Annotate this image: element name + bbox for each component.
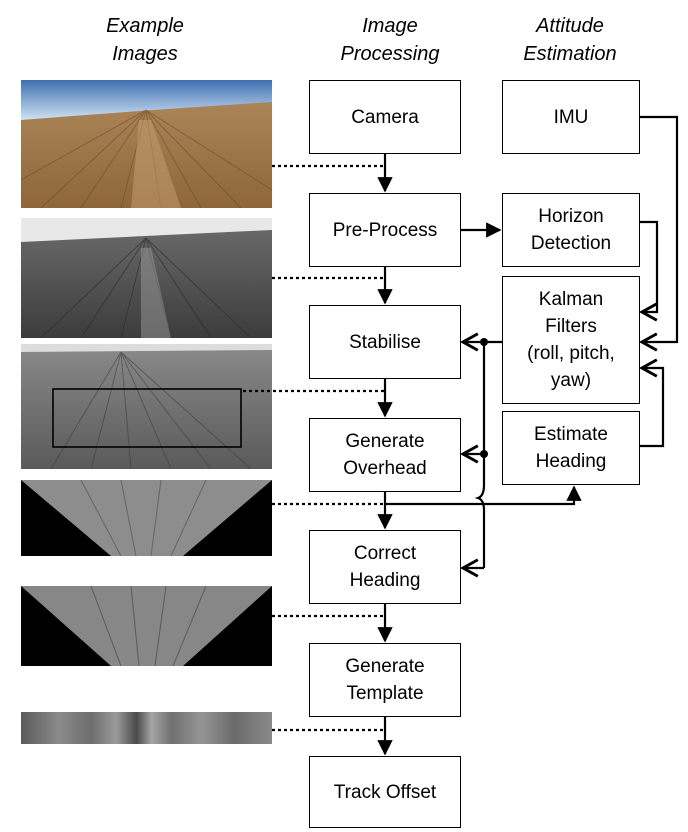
overhead-image	[21, 480, 272, 556]
generate-template-box: Generate Template	[309, 643, 461, 717]
box-label: Overhead	[343, 458, 427, 479]
header-line: Example	[106, 15, 184, 37]
preprocessed-image	[21, 218, 272, 338]
box-label: Heading	[349, 570, 421, 591]
box-label: Track Offset	[333, 781, 437, 803]
box-label: Generate	[345, 431, 425, 452]
correct-heading-box: Correct Heading	[309, 530, 461, 604]
camera-image	[21, 80, 272, 208]
box-label: Generate	[345, 656, 425, 677]
box-label: IMU	[553, 106, 589, 128]
stabilised-image	[21, 344, 272, 469]
junction-dot	[480, 450, 488, 458]
box-label: Stabilise	[349, 331, 421, 353]
camera-box: Camera	[309, 80, 461, 154]
arrow-horizon-to-kalman	[638, 220, 659, 322]
box-label: Pre-Process	[332, 219, 438, 241]
junction-dot	[480, 338, 488, 346]
region-of-interest-box	[52, 388, 242, 448]
header-line: Processing	[340, 43, 440, 65]
header-line: Estimation	[523, 43, 617, 65]
template-image	[21, 712, 272, 744]
box-label: Detection	[530, 233, 612, 254]
box-label: (roll, pitch,	[527, 343, 615, 364]
box-label: Heading	[535, 451, 607, 472]
box-label: Camera	[351, 106, 419, 128]
arrow-heading-to-kalman	[638, 358, 665, 448]
box-label: Horizon	[538, 206, 604, 227]
track-offset-box: Track Offset	[309, 756, 461, 828]
generate-overhead-box: Generate Overhead	[309, 418, 461, 492]
box-label: yaw)	[550, 370, 592, 391]
box-label: Kalman	[538, 289, 604, 310]
kalman-filters-box: Kalman Filters (roll, pitch, yaw)	[502, 276, 640, 404]
header-line: Images	[112, 43, 178, 65]
header-attitude-estimation: Attitude Estimation	[495, 12, 645, 68]
heading-corrected-image	[21, 586, 272, 666]
pre-process-box: Pre-Process	[309, 193, 461, 267]
header-image-processing: Image Processing	[315, 12, 465, 68]
header-line: Image	[362, 15, 418, 37]
imu-box: IMU	[502, 80, 640, 154]
box-label: Template	[346, 683, 424, 704]
estimate-heading-box: Estimate Heading	[502, 411, 640, 485]
stabilise-box: Stabilise	[309, 305, 461, 379]
box-label: Estimate	[534, 424, 608, 445]
header-line: Attitude	[536, 15, 604, 37]
box-label: Correct	[353, 543, 417, 564]
header-example-images: Example Images	[70, 12, 220, 68]
box-label: Filters	[545, 316, 597, 337]
horizon-detection-box: Horizon Detection	[502, 193, 640, 267]
arrow-imu-to-kalman	[638, 115, 679, 352]
kalman-output-bus-hop	[474, 484, 486, 511]
